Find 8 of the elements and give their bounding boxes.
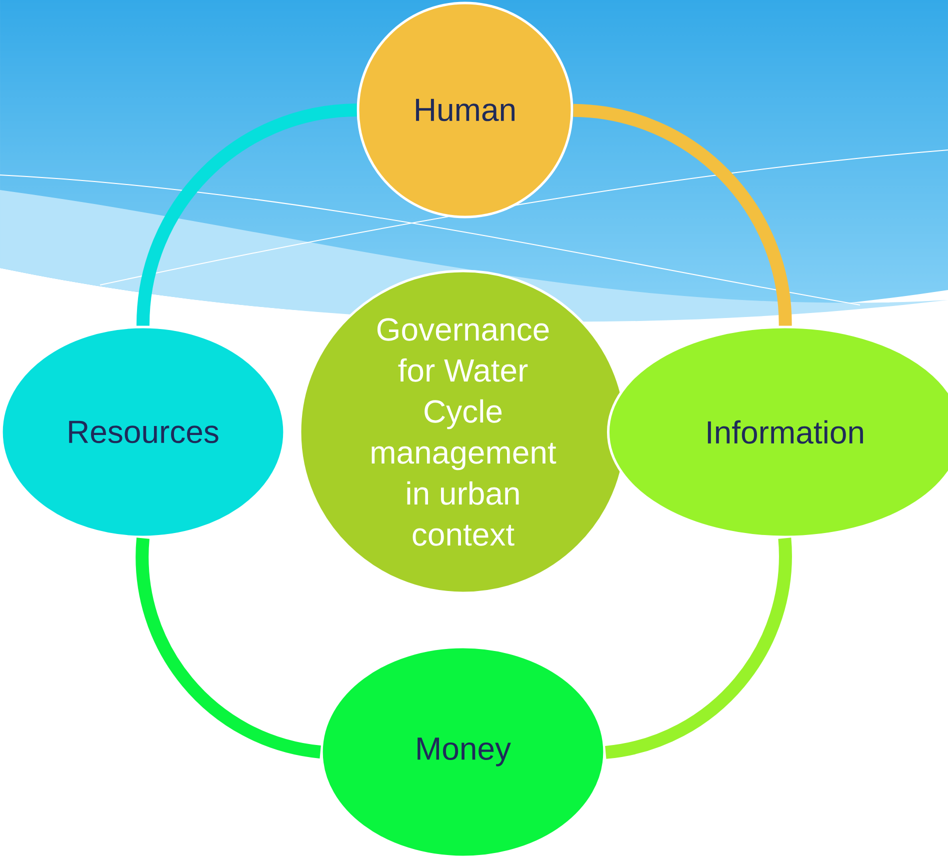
arc-connector: [572, 104, 792, 326]
arc-connector: [136, 538, 322, 758]
ellipse-node: Money: [320, 646, 606, 858]
circle-node: Human: [356, 2, 574, 218]
arc-connector: [136, 104, 358, 326]
ellipse-node: Information: [606, 326, 948, 538]
arc-connector: [604, 538, 792, 759]
ellipse-node: Resources: [0, 326, 286, 538]
